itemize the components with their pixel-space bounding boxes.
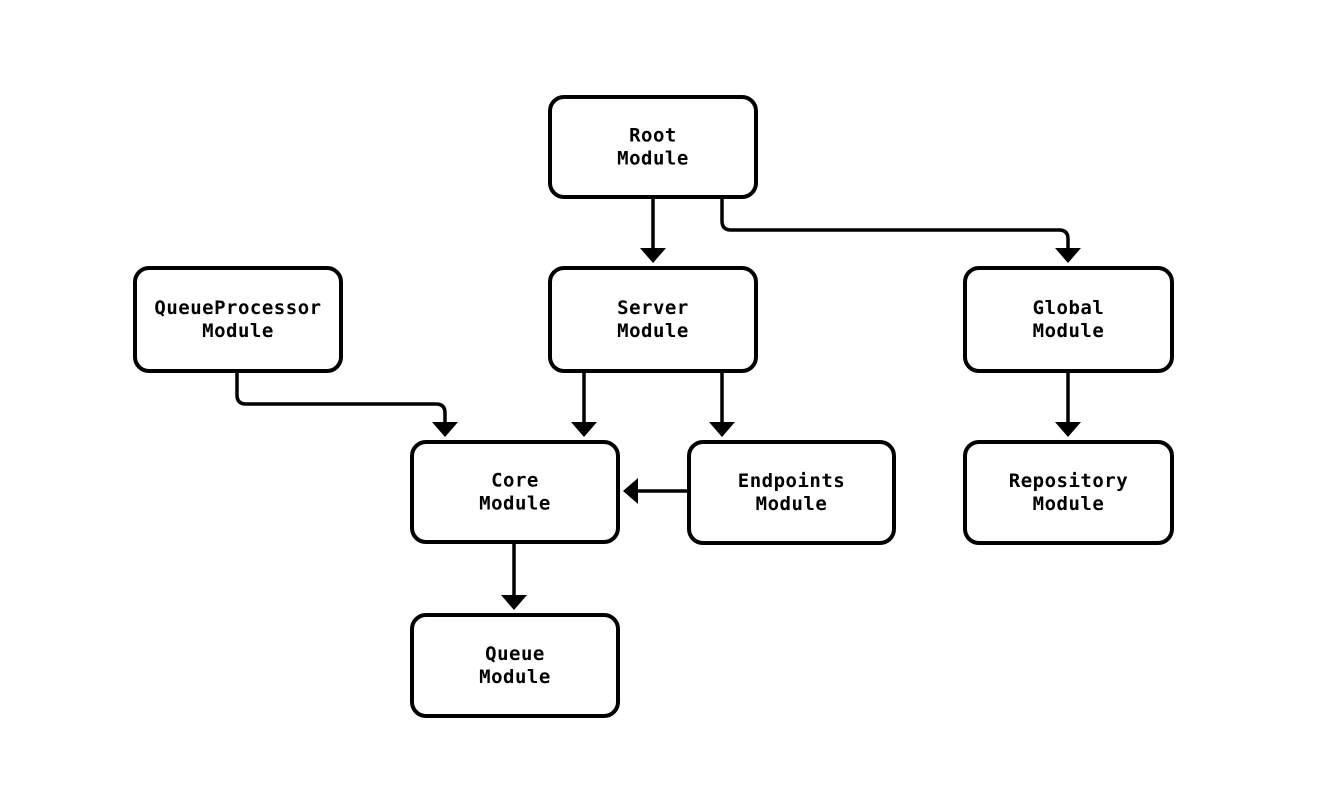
edge-root-to-server	[640, 199, 666, 263]
edge-root-to-global-arrowhead	[1055, 248, 1081, 263]
edge-queueprocessor-to-core-arrowhead	[432, 422, 458, 437]
global-module-node-label-line2: Module	[1033, 320, 1105, 342]
repository-module-node-label-line1: Repository	[1009, 470, 1128, 492]
queueprocessor-module-node-box[interactable]	[133, 266, 343, 373]
server-module-node-box[interactable]	[548, 266, 758, 373]
edge-global-to-repository	[1055, 373, 1081, 437]
queue-module-node-label-line2: Module	[479, 666, 551, 688]
repository-module-node-label-line2: Module	[1033, 493, 1105, 515]
edge-queueprocessor-to-core	[235, 373, 458, 437]
global-module-node-box[interactable]	[963, 266, 1174, 373]
queue-module-node-box[interactable]	[410, 613, 620, 718]
queue-module-node-label-line1: Queue	[485, 643, 545, 665]
queueprocessor-module-node-label-line1: QueueProcessor	[154, 297, 321, 319]
edge-server-to-endpoints	[709, 373, 735, 437]
edge-endpoints-to-core	[623, 478, 687, 504]
server-module-node-label-line1: Server	[617, 297, 689, 319]
edge-global-to-repository-arrowhead	[1055, 422, 1081, 437]
global-module-node-label-line1: Global	[1033, 297, 1105, 319]
edge-server-to-core	[571, 373, 597, 437]
edge-server-to-endpoints-arrowhead	[709, 422, 735, 437]
root-module-node-label-line1: Root	[629, 125, 677, 147]
endpoints-module-node-label-line2: Module	[756, 493, 828, 515]
edge-endpoints-to-core-arrowhead	[623, 478, 638, 504]
endpoints-module-node-box[interactable]	[687, 440, 896, 545]
edge-root-to-server-arrowhead	[640, 248, 666, 263]
edge-server-to-core-arrowhead	[571, 422, 597, 437]
nodes-layer: RootModuleQueueProcessorModuleServerModu…	[133, 95, 1174, 718]
server-module-node-label-line2: Module	[617, 320, 689, 342]
root-module-node-box[interactable]	[548, 95, 758, 199]
root-module-node-label-line2: Module	[617, 148, 689, 170]
edge-root-to-global-line	[720, 199, 1070, 254]
edge-root-to-global	[720, 199, 1081, 263]
repository-module-node-box[interactable]	[963, 440, 1174, 545]
queueprocessor-module-node-label-line2: Module	[202, 320, 274, 342]
edge-core-to-queue-arrowhead	[501, 595, 527, 610]
edge-core-to-queue	[501, 544, 527, 610]
core-module-node-label-line1: Core	[491, 470, 539, 492]
edge-queueprocessor-to-core-line	[235, 373, 447, 428]
edges-layer	[235, 199, 1081, 610]
endpoints-module-node-label-line1: Endpoints	[738, 470, 845, 492]
core-module-node-box[interactable]	[410, 440, 620, 544]
core-module-node-label-line2: Module	[479, 493, 551, 515]
